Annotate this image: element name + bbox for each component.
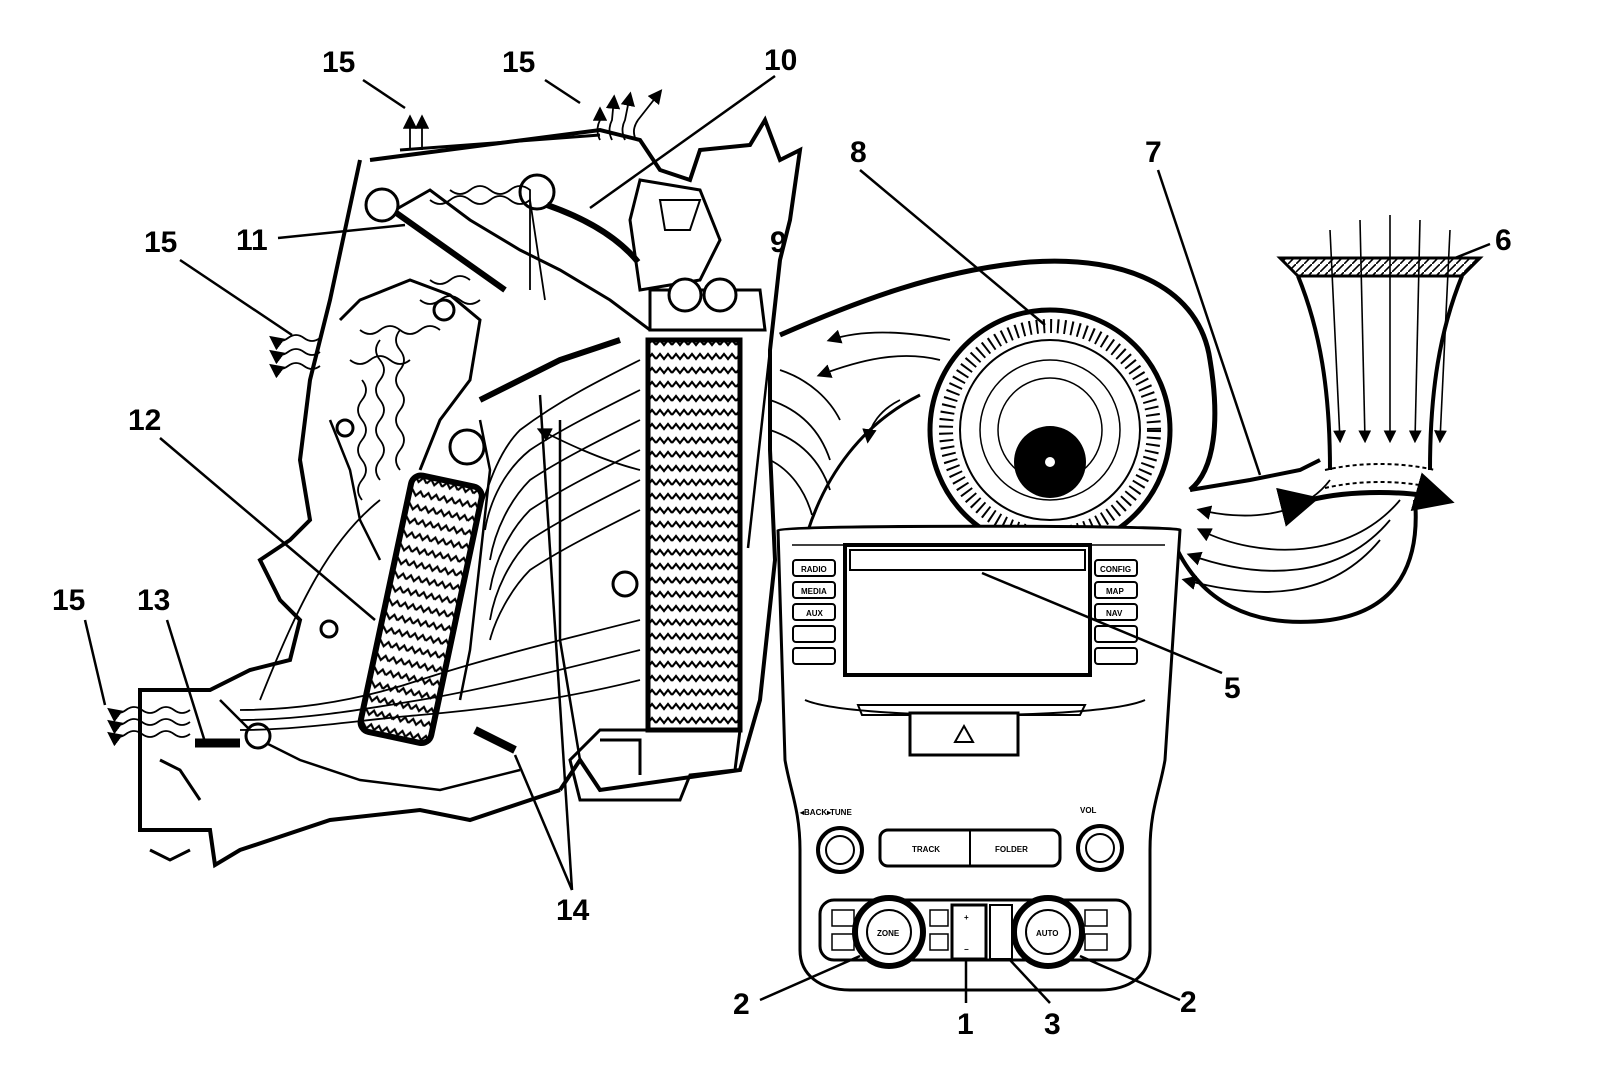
- drain-tray: [568, 728, 742, 802]
- folder-label: FOLDER: [995, 845, 1028, 854]
- leader-lines: [83, 74, 1491, 1004]
- callout-15-top-right: 15: [502, 46, 536, 79]
- radio-left-buttons: [792, 559, 836, 665]
- fan-mode-buttons[interactable]: [989, 904, 1013, 960]
- vol-label: VOL: [1080, 806, 1097, 815]
- map-button-label: MAP: [1106, 587, 1124, 596]
- temp-up-label: +: [964, 913, 969, 922]
- callout-14: 14: [556, 894, 590, 927]
- radio-right-buttons: [1094, 559, 1138, 665]
- config-button-label: CONFIG: [1100, 565, 1131, 574]
- blower-housing: [778, 258, 1418, 624]
- callout-9: 9: [770, 226, 787, 259]
- heater-core: [357, 472, 485, 746]
- blower-wheel: [927, 307, 1173, 553]
- evaporator-core: [645, 337, 743, 733]
- damper-pivots: [244, 173, 738, 750]
- callout-8: 8: [850, 136, 867, 169]
- center-console-panel: [776, 524, 1182, 992]
- auto-label: AUTO: [1036, 929, 1059, 938]
- hazard-icon: [953, 723, 975, 743]
- callout-2-right: 2: [1180, 986, 1197, 1019]
- climate-left-knob[interactable]: [852, 895, 926, 969]
- callout-7: 7: [1145, 136, 1162, 169]
- airflow-lines-housing: [107, 89, 663, 747]
- tune-label: TUNE: [830, 808, 852, 817]
- back-label: ◂BACK▸: [799, 808, 832, 817]
- callout-11: 11: [236, 224, 268, 257]
- hazard-button[interactable]: [908, 711, 1020, 757]
- callout-10: 10: [764, 44, 798, 77]
- aux-button-label: AUX: [806, 609, 824, 618]
- callout-5: 5: [1224, 672, 1241, 705]
- temp-down-label: −: [964, 945, 969, 954]
- callout-15-bottom-left: 15: [52, 584, 86, 617]
- callout-15-top-left: 15: [322, 46, 356, 79]
- callout-6: 6: [1495, 224, 1512, 257]
- callout-12: 12: [128, 404, 162, 437]
- climate-auto-knob[interactable]: [1011, 895, 1085, 969]
- nav-button-label: NAV: [1106, 609, 1123, 618]
- callout-13: 13: [137, 584, 171, 617]
- mode-doors: [195, 202, 641, 754]
- callout-1: 1: [957, 1008, 974, 1041]
- zone-label: ZONE: [877, 929, 900, 938]
- tune-knob[interactable]: [816, 826, 864, 874]
- fresh-air-inlet: [1276, 215, 1484, 527]
- track-label: TRACK: [912, 845, 940, 854]
- temperature-rocker[interactable]: [950, 903, 988, 961]
- callout-15-mid-left: 15: [144, 226, 178, 259]
- media-button-label: MEDIA: [801, 587, 827, 596]
- display-screen: [843, 543, 1092, 677]
- panel-text: RADIO MEDIA AUX CONFIG MAP NAV ◂BACK▸ TU…: [799, 565, 1131, 954]
- volume-knob[interactable]: [1076, 824, 1124, 872]
- hvac-module-housing: [138, 115, 803, 869]
- callout-3: 3: [1044, 1008, 1061, 1041]
- callout-2-left: 2: [733, 988, 750, 1021]
- radio-button-label: RADIO: [801, 565, 827, 574]
